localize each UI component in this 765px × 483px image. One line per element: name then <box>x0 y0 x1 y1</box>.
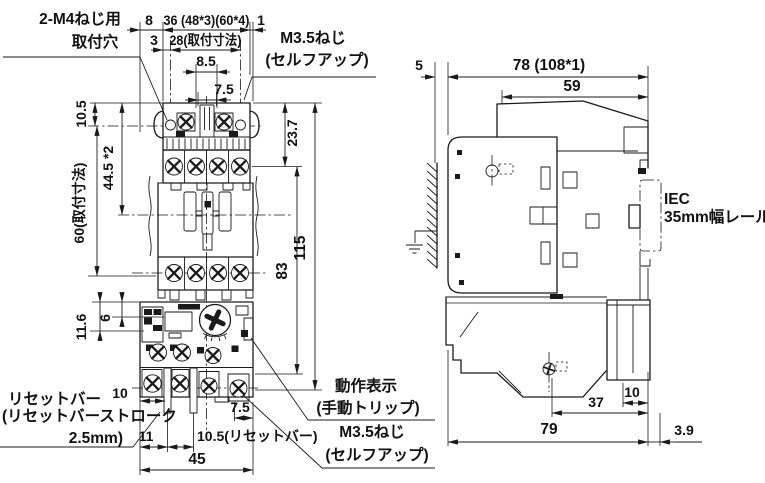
side-labels: IEC 35mm幅レール <box>664 191 765 226</box>
dim-8-5: 8.5 <box>196 53 216 69</box>
ground-symbol <box>406 230 437 254</box>
dim-3-9: 3.9 <box>674 422 694 438</box>
reset-indicator-window <box>164 311 193 332</box>
front-labels: 2-M4ねじ用 取付穴 M3.5ねじ (セルフアップ) 動作表示 (手動トリップ… <box>0 10 435 469</box>
label-mounting-hole-line2: 取付穴 <box>72 32 119 51</box>
main-terminal-screws-top <box>165 157 249 176</box>
dim-8: 8 <box>145 12 153 28</box>
dim-59: 59 <box>563 78 581 95</box>
current-adjust-dial <box>198 303 232 342</box>
main-terminal-screws-bottom <box>165 264 249 282</box>
dim-11: 11 <box>139 428 154 444</box>
dim-10-front: 10 <box>112 385 128 401</box>
label-screw-bottom-line1: M3.5ねじ <box>339 423 404 441</box>
relay-bottom-screws <box>143 374 248 398</box>
contactor-front-drawing <box>148 102 260 301</box>
label-screw-top-line2: (セルフアップ) <box>265 50 368 69</box>
front-dimensions: 8 36 (48*3)(60*4) 1 3 28(取付寸法) 8.5 7.5 1… <box>71 12 322 475</box>
relay-side-drawing <box>445 294 651 398</box>
reset-bar <box>189 367 198 414</box>
mounting-wall <box>406 62 438 269</box>
contactor-side-drawing <box>447 62 649 294</box>
label-reset-line3: 2.5mm) <box>69 430 123 447</box>
label-mounting-hole-line1: 2-M4ねじ用 <box>39 10 121 28</box>
mounting-hole-left <box>165 119 176 131</box>
label-screw-top-line1: M3.5ねじ <box>280 29 345 47</box>
label-rail-line2: 35mm幅レール <box>664 207 765 226</box>
dim-3: 3 <box>150 32 158 48</box>
label-screw-bottom-line2: (セルフアップ) <box>325 445 428 464</box>
dim-83: 83 <box>274 262 291 280</box>
dim-78: 78 (108*1) <box>513 57 585 74</box>
label-rail-line1: IEC <box>664 191 690 208</box>
dim-44-5: 44.5 *2 <box>100 146 116 191</box>
dim-115: 115 <box>292 235 309 260</box>
dim-28: 28(取付寸法) <box>170 32 242 48</box>
dim-37: 37 <box>588 394 604 410</box>
side-dimensions: 5 78 (108*1) 59 10 37 79 3.9 <box>415 57 702 446</box>
label-reset-line2: (リセットバーストローク <box>2 407 177 425</box>
dim-10-side: 10 <box>624 384 640 400</box>
dim-6: 6 <box>97 314 113 322</box>
din-rail <box>628 159 662 300</box>
dim-7-5-bottom: 7.5 <box>230 399 250 415</box>
relay-mid-screws <box>149 343 222 364</box>
dim-10-5-reset: 10.5(リセットバー) <box>197 428 318 444</box>
mounting-hole-right <box>235 119 246 131</box>
dim-45: 45 <box>188 451 206 468</box>
dim-79: 79 <box>540 421 558 438</box>
dim-11-6: 11.6 <box>73 314 89 341</box>
dim-23-7: 23.7 <box>284 119 300 146</box>
dim-5: 5 <box>415 57 423 73</box>
label-trip-line1: 動作表示 <box>335 376 397 395</box>
side-view: 5 78 (108*1) 59 10 37 79 3.9 IEC 35mm幅レー… <box>406 57 765 446</box>
dim-10-5: 10.5 <box>73 100 89 127</box>
armature-detail <box>183 191 232 251</box>
manual-trip-button <box>243 317 253 341</box>
reset-bar <box>163 367 172 414</box>
dim-36: 36 (48*3)(60*4) <box>164 12 250 28</box>
dim-7-5-top: 7.5 <box>214 81 234 97</box>
label-reset-line1: リセットバー <box>8 390 101 408</box>
dim-60: 60(取付寸法) <box>71 163 87 244</box>
dim-1: 1 <box>257 12 265 28</box>
thermal-relay-front-drawing <box>139 301 254 414</box>
front-view: 8 36 (48*3)(60*4) 1 3 28(取付寸法) 8.5 7.5 1… <box>0 10 435 475</box>
coil-terminal-screws <box>177 113 233 131</box>
label-trip-line2: (手動トリップ) <box>316 398 419 417</box>
